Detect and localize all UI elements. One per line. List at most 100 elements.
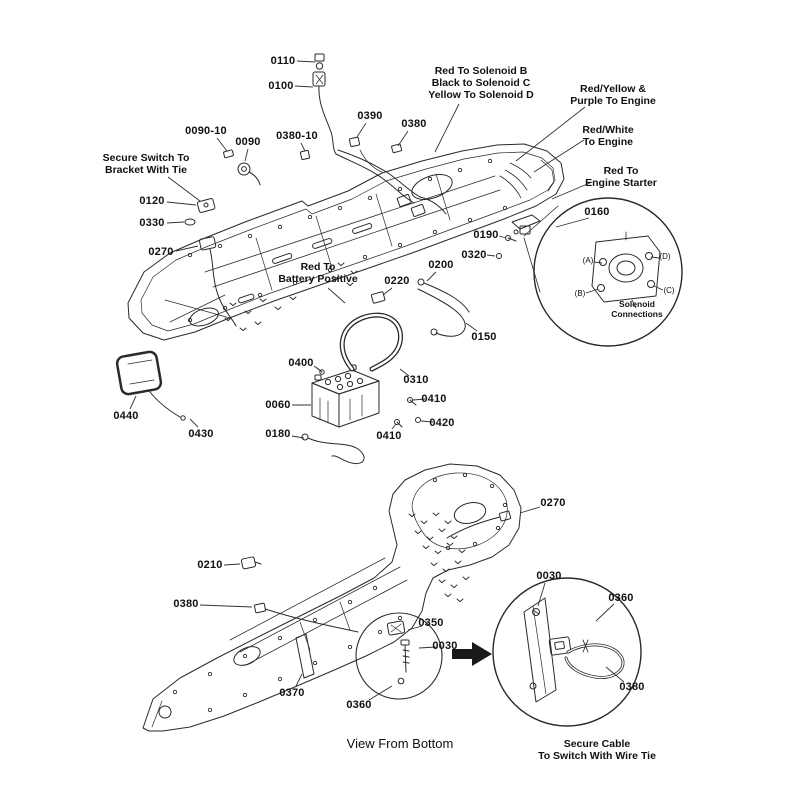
leader-line — [555, 217, 590, 228]
grommet-0090 — [237, 162, 261, 186]
callout-0420-20: 0420 — [429, 417, 455, 429]
part-0330 — [184, 218, 196, 226]
wire-harness — [335, 149, 447, 217]
leader-line — [519, 506, 541, 514]
note-2: Red/White To Engine — [582, 124, 634, 148]
callout-0160-10: 0160 — [584, 206, 610, 218]
clip-0380-10 — [299, 149, 311, 161]
callout-0440-23: 0440 — [113, 410, 139, 422]
callout-0310-17: 0310 — [403, 374, 429, 386]
leader-line — [418, 646, 437, 649]
switch-0270-top — [198, 236, 237, 327]
leader-line — [595, 603, 615, 622]
switch-0210 — [240, 556, 262, 570]
callout-0190-11: 0190 — [473, 229, 499, 241]
inset-solenoid — [523, 197, 683, 347]
leader-line — [407, 625, 423, 631]
callout-0360-29: 0360 — [608, 592, 634, 604]
note-0: Red To Solenoid B Black to Solenoid C Ye… — [428, 65, 534, 101]
switch-0120 — [196, 198, 216, 213]
harness-0380-bottom — [253, 602, 359, 633]
leader-line — [650, 256, 660, 259]
callout-0110-0: 0110 — [270, 55, 296, 67]
note-7: (A) — [582, 256, 594, 265]
note-8: (D) — [659, 252, 671, 261]
callout-0430-24: 0430 — [188, 428, 214, 440]
callout-0380-28: 0380 — [173, 598, 199, 610]
clip-0380-top — [391, 143, 403, 154]
leader-line — [244, 148, 249, 162]
leader-line — [593, 261, 603, 264]
leader-line — [605, 666, 625, 683]
callout-0390-5: 0390 — [357, 110, 383, 122]
part-0220 — [370, 291, 386, 304]
clip-0390 — [348, 136, 361, 148]
callout-0350-30: 0350 — [418, 617, 444, 629]
battery — [311, 364, 380, 428]
leader-line — [294, 85, 314, 88]
cable-0150 — [417, 288, 466, 337]
note-11: View From Bottom — [346, 736, 454, 751]
leader-line — [426, 271, 437, 282]
callout-0380-6: 0380 — [401, 118, 427, 130]
strap-0430 — [149, 391, 186, 421]
leader-line — [515, 106, 586, 162]
leader-line — [397, 130, 409, 147]
callout-0200-13: 0200 — [428, 259, 454, 271]
callout-0150-15: 0150 — [471, 331, 497, 343]
switch-0350 — [386, 620, 406, 636]
note-3: Red To Engine Starter — [585, 165, 657, 189]
note-4: Secure Switch To Bracket With Tie — [102, 152, 190, 176]
leader-line — [465, 322, 478, 332]
note-5: Red To Battery Positive — [278, 261, 358, 285]
callout-0370-32: 0370 — [279, 687, 305, 699]
leader-line — [216, 137, 228, 152]
leader-line — [420, 420, 434, 423]
pointer-arrow — [452, 642, 492, 666]
leader-line — [585, 288, 599, 294]
detail-circle-small — [355, 612, 443, 700]
battery-cable-0310 — [339, 312, 404, 372]
callout-0410-19: 0410 — [421, 393, 447, 405]
leader-line — [412, 398, 426, 401]
inset-cable-switch — [492, 577, 642, 727]
callout-0100-1: 0100 — [268, 80, 294, 92]
leader-line — [291, 435, 305, 439]
leader-line — [167, 176, 201, 202]
leader-line — [533, 139, 585, 173]
leader-line — [313, 365, 322, 372]
callout-0270-25: 0270 — [540, 497, 566, 509]
note-12: Secure Cable To Switch With Wire Tie — [538, 738, 656, 762]
note-6: Solenoid Connections — [611, 299, 663, 319]
leader-line — [391, 423, 397, 430]
pad-0440 — [115, 350, 163, 396]
callout-0330-8: 0330 — [139, 217, 165, 229]
leader-line — [166, 221, 185, 224]
callout-0090-10-2: 0090-10 — [185, 125, 227, 137]
key-switch-connector — [312, 53, 337, 155]
leader-line — [175, 245, 199, 252]
leader-line — [382, 287, 393, 296]
bolt-0410-lower — [394, 419, 403, 428]
hole-pattern — [172, 158, 508, 713]
ground-cable-0180 — [301, 433, 365, 465]
leader-line — [296, 60, 316, 63]
callout-0400-16: 0400 — [288, 357, 314, 369]
leader-line — [199, 604, 253, 608]
callout-0270-9: 0270 — [148, 246, 174, 258]
note-1: Red/Yellow & Purple To Engine — [570, 83, 656, 107]
callout-0090-3: 0090 — [235, 136, 261, 148]
leader-line — [551, 181, 593, 200]
callout-0060-18: 0060 — [265, 399, 291, 411]
leader-line — [189, 418, 199, 428]
callout-0380-34: 0380 — [619, 681, 645, 693]
nut-0360-bottom — [397, 677, 405, 685]
leader-line — [653, 285, 664, 291]
nut-0320 — [496, 253, 502, 259]
leader-line — [166, 201, 197, 206]
clip-0090-10 — [223, 149, 234, 159]
leader-line — [368, 685, 393, 701]
callout-0120-7: 0120 — [139, 195, 165, 207]
